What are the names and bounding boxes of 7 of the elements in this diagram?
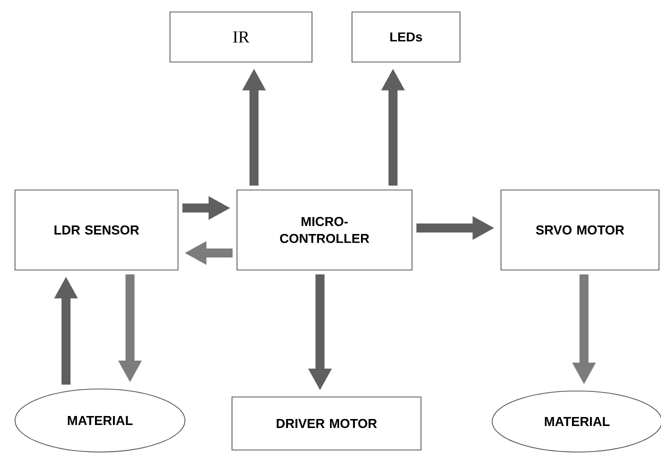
process-box: LEDs (352, 12, 460, 62)
process-box: MICRO- CONTROLLER (236, 190, 412, 270)
ellipse-node: MATERIAL (14, 388, 186, 452)
process-box: DRIVER MOTOR (232, 396, 422, 450)
process-box: SRVO MOTOR (500, 190, 660, 270)
process-box: LDR SENSOR (14, 190, 178, 270)
process-box: IR (170, 12, 312, 62)
